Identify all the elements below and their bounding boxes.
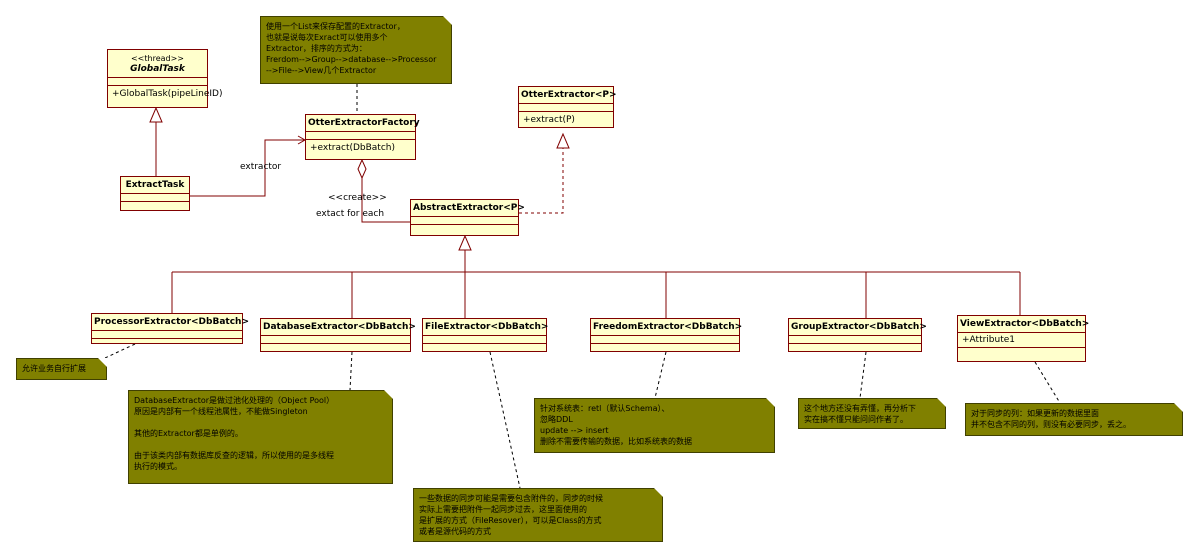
note-processor: 允许业务自行扩展 [16,358,107,380]
otterextractor-operation: +extract(P) [523,115,575,125]
view-note-anchor [1034,361,1061,404]
view-operations [958,348,1085,357]
note-view: 对于同步的列：如果更新的数据里面 并不包含不同的列，则没有必要同步，丢之。 [965,403,1183,436]
note-group: 这个地方还没有弄懂，再分析下 实在搞不懂只能问问作者了。 [798,398,946,429]
processor-name: ProcessorExtractor<DbBatch> [94,317,249,327]
view-name: ViewExtractor<DbBatch> [960,319,1090,329]
factory-name: OtterExtractorFactory [308,118,420,128]
freedom-attributes [591,336,739,344]
class-fileextractor[interactable]: FileExtractor<DbBatch> [422,318,549,353]
freedom-name: FreedomExtractor<DbBatch> [593,322,743,332]
otterextractor-attributes [519,104,613,112]
extract-for-each-label: extact for each [316,209,385,219]
globaltask-stereotype: <<thread>> [130,54,185,63]
factory-attributes [306,132,415,140]
note-freedom: 针对系统表：retl（默认Schema）、 忽略DDL update --> i… [534,398,775,453]
database-note-anchor [349,351,353,391]
class-databaseextractor[interactable]: DatabaseExtractor<DbBatch> [260,318,416,353]
freedom-operations [591,344,739,353]
database-attributes [261,336,410,344]
group-attributes [789,336,921,344]
group-operations [789,344,921,353]
globaltask-attributes [108,78,207,86]
processor-attributes [92,331,242,339]
class-globaltask[interactable]: <<thread>> GlobalTask +GlobalTask(pipeLi… [107,49,223,108]
otterextractor-name: OtterExtractor<P> [521,90,617,100]
abstractextractor-attributes [411,217,518,225]
factory-aggregation-line [361,178,410,223]
file-name: FileExtractor<DbBatch> [425,322,549,332]
extracttask-operations [121,202,189,211]
note-database: DatabaseExtractor是做过池化处理的（Object Pool） 原… [128,390,393,484]
globaltask-triangle-icon [149,106,163,123]
abstractextractor-name: AbstractExtractor<P> [413,203,525,213]
create-stereotype-label: <<create>> [328,193,387,203]
class-freedomextractor[interactable]: FreedomExtractor<DbBatch> [590,318,743,353]
abstractextractor-operations [411,225,518,234]
group-note-anchor [859,351,867,399]
class-otterextractorfactory[interactable]: OtterExtractorFactory +extract(DbBatch) [305,114,420,160]
otterextractor-triangle-icon [556,132,570,149]
class-abstractextractor[interactable]: AbstractExtractor<P> [410,199,525,236]
factory-operation: +extract(DbBatch) [310,143,396,153]
class-viewextractor[interactable]: ViewExtractor<DbBatch> +Attribute1 [957,315,1090,362]
group-name: GroupExtractor<DbBatch> [791,322,927,332]
class-groupextractor[interactable]: GroupExtractor<DbBatch> [788,318,927,353]
file-note-anchor [489,351,521,489]
freedom-note-anchor [654,351,667,399]
note-file: 一些数据的同步可能是需要包含附件的，同步的时候 实际上需要把附件一起同步过去，这… [413,488,663,542]
abstractextractor-triangle-icon [458,234,472,251]
class-processorextractor[interactable]: ProcessorExtractor<DbBatch> [91,313,249,344]
extracttask-attributes [121,194,189,202]
note-factory: 使用一个List来保存配置的Extractor， 也就是说每次Exract可以使… [260,16,452,84]
realization-line [519,148,564,214]
class-extracttask[interactable]: ExtractTask [120,176,190,211]
extractor-role-label: extractor [240,162,282,172]
database-operations [261,344,410,353]
file-attributes [423,336,546,344]
processor-operations [92,339,242,348]
view-attribute: +Attribute1 [958,333,1085,348]
extracttask-name: ExtractTask [125,180,185,190]
extractor-association-line [190,139,305,197]
file-operations [423,344,546,353]
database-name: DatabaseExtractor<DbBatch> [263,322,416,332]
globaltask-operation: +GlobalTask(pipeLineID) [112,89,223,99]
class-otterextractor[interactable]: OtterExtractor<P> +extract(P) [518,86,617,128]
aggregation-diamond-icon [357,158,367,180]
globaltask-name: GlobalTask [130,64,185,74]
